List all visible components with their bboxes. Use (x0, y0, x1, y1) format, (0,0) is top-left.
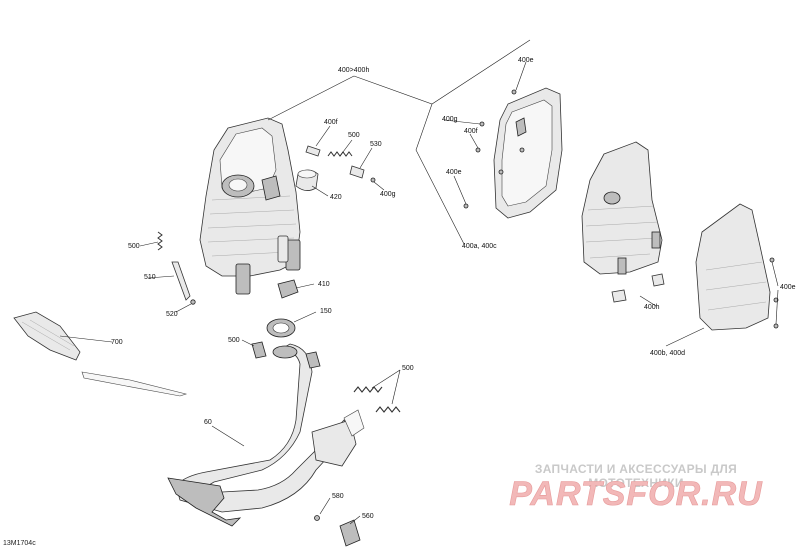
leader-lines (59, 39, 779, 525)
watermark-logo: PARTSFOR.RU (509, 475, 763, 513)
callout-150: 150 (320, 308, 332, 315)
callout-400a-400c: 400a, 400c (462, 243, 497, 250)
callout-400g-center: 400g (380, 191, 396, 198)
callout-510: 510 (144, 274, 156, 281)
callout-410: 410 (318, 281, 330, 288)
callout-labels: 400>400h 400f 500 530 420 400g 500 510 5… (111, 57, 796, 520)
watermark-subtitle: ЗАПЧАСТИ И АКСЕССУАРЫ ДЛЯ МОТОТЕХНИКИ (534, 462, 738, 490)
callout-420: 420 (330, 194, 342, 201)
screw-580 (314, 515, 320, 521)
gasket-150 (266, 318, 296, 338)
callout-400h: 400h (644, 304, 660, 311)
callout-400b-400d: 400b, 400d (650, 350, 685, 357)
springs-500-right (353, 386, 401, 413)
clip-400h (611, 273, 665, 303)
muffler-assembly (199, 117, 301, 295)
callout-60: 60 (204, 419, 212, 426)
cover-400a (493, 87, 563, 219)
callout-400-400h: 400>400h (338, 67, 369, 74)
callout-580: 580 (332, 493, 344, 500)
drawing-code: 13M1704c (3, 540, 36, 547)
exhaust-pipe-60 (167, 343, 365, 527)
callout-700: 700 (111, 339, 123, 346)
spring-500-top (327, 151, 353, 157)
heat-shield-700 (13, 311, 188, 397)
callout-400f-right: 400f (464, 128, 478, 135)
screw-400g-center (370, 177, 376, 183)
clip-530 (349, 165, 365, 179)
callout-400e-left: 400e (446, 169, 462, 176)
callout-500-mid: 500 (228, 337, 240, 344)
callout-400e-right: 400e (780, 284, 796, 291)
callout-400f: 400f (324, 119, 338, 126)
callout-500-left: 500 (128, 243, 140, 250)
callout-530: 530 (370, 141, 382, 148)
callout-500-right: 500 (402, 365, 414, 372)
shield-400f (305, 145, 321, 157)
callout-500-top: 500 (348, 132, 360, 139)
callout-400e-top: 400e (518, 57, 534, 64)
bracket-510 (171, 261, 191, 301)
svg-text:PARTSFOR.RU: PARTSFOR.RU (509, 475, 763, 513)
cap-420 (295, 169, 319, 191)
spring-500-left (157, 231, 163, 251)
muffler-rear (581, 141, 663, 275)
screw-520 (190, 299, 196, 305)
callout-560: 560 (362, 513, 374, 520)
spring-500-mid (251, 341, 321, 369)
callout-400g-right: 400g (442, 116, 458, 123)
grommet-410 (277, 279, 299, 299)
bumper-560 (339, 519, 361, 547)
callout-520: 520 (166, 311, 178, 318)
cover-400b (695, 203, 779, 331)
